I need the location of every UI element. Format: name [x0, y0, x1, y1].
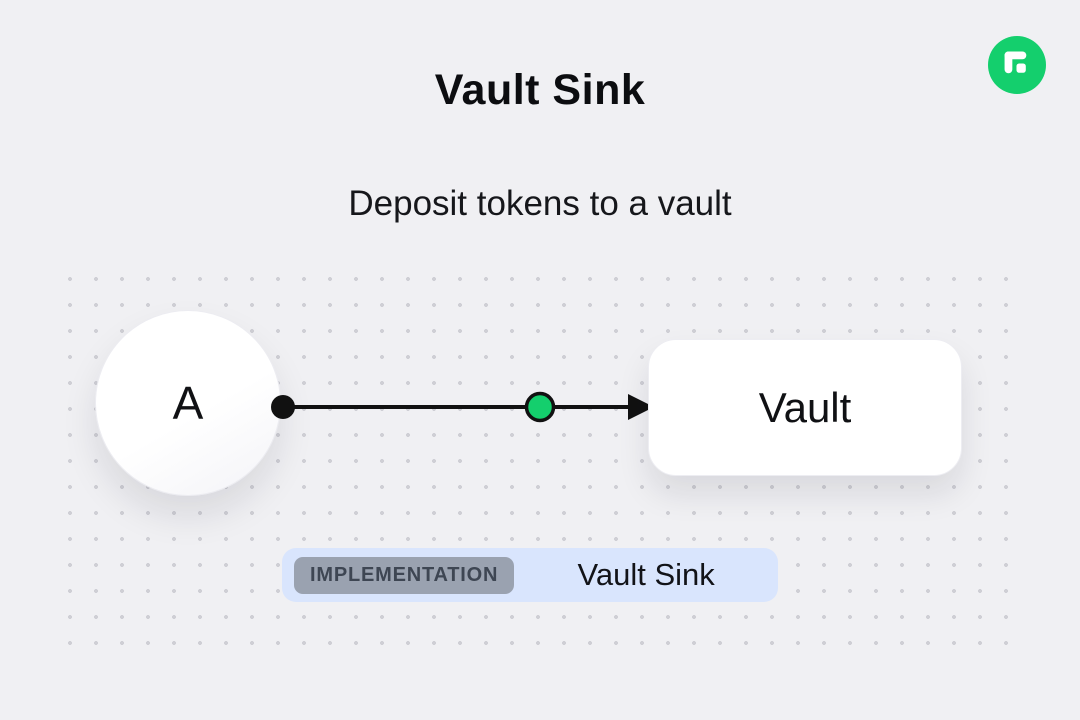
node-a-label: A — [172, 377, 204, 429]
logo-glyph-left-bar — [1004, 51, 1013, 74]
flow-mid-green-dot-icon — [524, 391, 556, 423]
implementation-tag: IMPLEMENTATION — [294, 556, 515, 594]
flow-start-dot-icon — [271, 395, 295, 419]
vault-node: Vault — [648, 339, 962, 476]
flow-arrow — [271, 391, 654, 423]
node-a: A — [95, 310, 281, 496]
implementation-badge: IMPLEMENTATION Vault Sink — [282, 548, 778, 602]
page-subtitle: Deposit tokens to a vault — [348, 184, 732, 223]
superfluid-logo-icon — [988, 36, 1046, 94]
logo-glyph-square — [1016, 63, 1026, 73]
vault-node-label: Vault — [758, 383, 852, 431]
arrowhead-icon — [628, 394, 654, 420]
implementation-label: Vault Sink — [577, 557, 715, 592]
page-title: Vault Sink — [434, 66, 646, 114]
